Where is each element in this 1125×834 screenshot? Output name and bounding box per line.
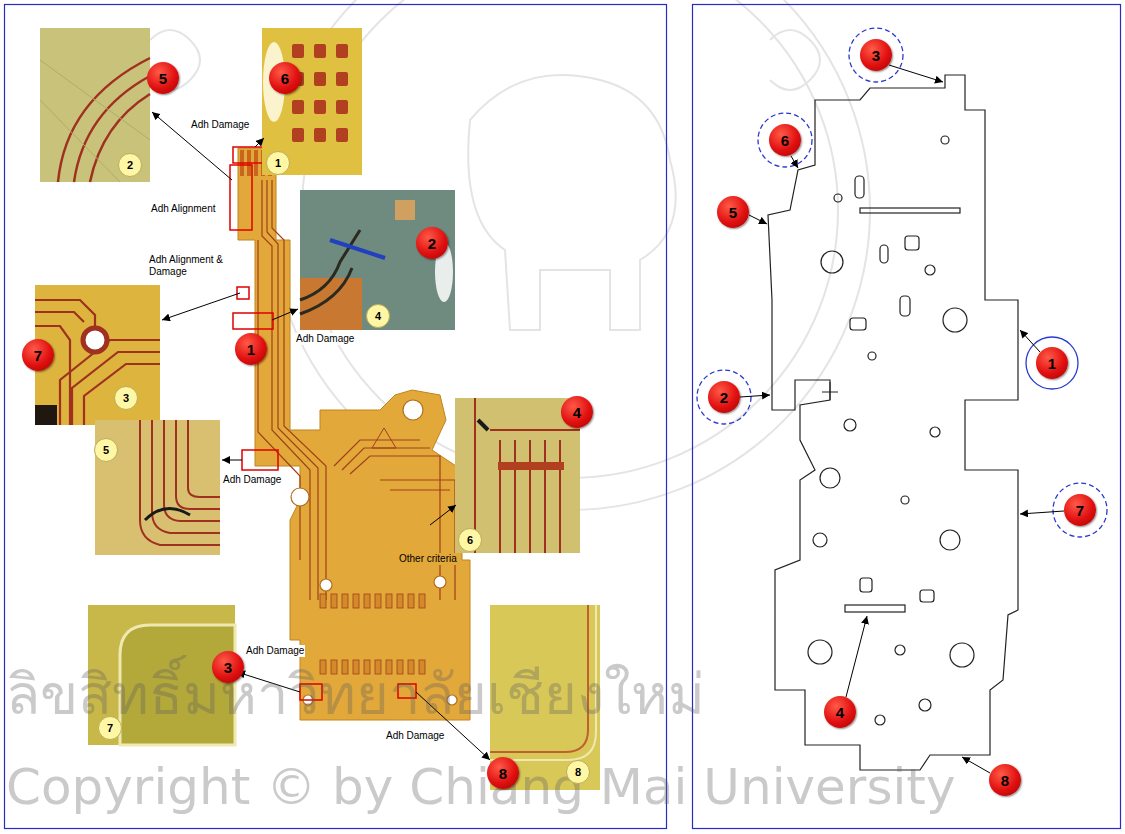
callout-text: 4: [836, 705, 844, 720]
callout-number: 1: [235, 333, 267, 365]
callout-number: 5: [717, 196, 749, 228]
highlight-ring: [697, 28, 1107, 537]
leader-arrow: [740, 65, 1064, 773]
callout-text: 5: [103, 445, 109, 456]
callout-text: 1: [247, 342, 255, 357]
callout-text: 7: [107, 723, 113, 734]
defect-label: Adh Damage: [295, 333, 355, 345]
defect-label: Other criteria: [398, 553, 458, 565]
callout-text: 3: [872, 48, 880, 63]
callout-text: 7: [1076, 503, 1084, 518]
defect-label: Adh Damage: [190, 119, 250, 131]
photo-number: 8: [566, 760, 590, 784]
callout-text: 1: [275, 158, 281, 169]
callout-text: 8: [499, 766, 507, 781]
defect-label: Adh Damage: [385, 730, 445, 742]
callout-number: 6: [269, 62, 301, 94]
defect-label: Adh Damage: [222, 474, 282, 486]
callout-text: 3: [224, 660, 232, 675]
photo-number: 7: [98, 716, 122, 740]
callout-text: 7: [34, 348, 42, 363]
inset-photo: [455, 398, 580, 553]
defect-label: Adh Damage: [245, 645, 305, 657]
inset-photo: [300, 190, 455, 330]
callout-number: 6: [769, 124, 801, 156]
photo-number: 2: [118, 153, 142, 177]
callout-text: 6: [467, 535, 473, 546]
callout-number: 7: [22, 339, 54, 371]
photo-number: 3: [114, 386, 138, 410]
photo-number: 6: [458, 528, 482, 552]
panel-border: [693, 5, 1121, 829]
callout-number: 3: [212, 651, 244, 683]
callout-number: 3: [860, 39, 892, 71]
flex-pcb: [238, 148, 470, 720]
callout-text: 4: [375, 311, 381, 322]
inset-photo: [40, 28, 150, 182]
watermark-text: Copyright © by Chiang Mai University: [6, 760, 956, 815]
callout-text: 2: [720, 390, 728, 405]
callout-number: 1: [1036, 347, 1068, 379]
photo-number: 4: [366, 304, 390, 328]
callout-text: 3: [123, 393, 129, 404]
photo-number: 5: [94, 438, 118, 462]
callout-number: 8: [487, 757, 519, 789]
callout-text: 8: [575, 767, 581, 778]
defect-label: Adh Alignment & Damage: [148, 254, 236, 277]
callout-number: 4: [561, 396, 593, 428]
inset-photo: [95, 420, 220, 555]
callout-text: 6: [281, 71, 289, 86]
cross-mark: [822, 382, 838, 400]
callout-text: 4: [573, 405, 581, 420]
callout-text: 5: [159, 71, 167, 86]
callout-number: 4: [824, 696, 856, 728]
callout-number: 2: [416, 227, 448, 259]
photo-number: 1: [266, 151, 290, 175]
callout-number: 8: [989, 764, 1021, 796]
callout-text: 2: [127, 160, 133, 171]
part-outline: [768, 75, 1018, 770]
defect-label: Adh Alignment: [150, 203, 217, 215]
inset-photo: [262, 28, 362, 175]
callout-text: 6: [781, 133, 789, 148]
callout-number: 2: [708, 381, 740, 413]
callout-text: 8: [1001, 773, 1009, 788]
callout-number: 7: [1064, 494, 1096, 526]
callout-text: 1: [1048, 356, 1056, 371]
callout-number: 5: [147, 62, 179, 94]
callout-text: 2: [428, 236, 436, 251]
callout-text: 5: [729, 205, 737, 220]
